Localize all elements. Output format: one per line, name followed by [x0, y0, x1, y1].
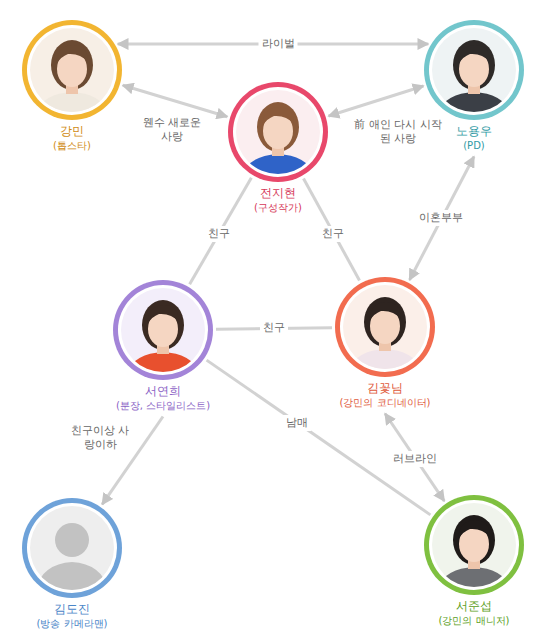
portrait-fringe	[262, 107, 294, 126]
relation-connector	[385, 414, 444, 502]
portrait-picture	[113, 280, 213, 380]
character-node: 전지현(구성작가)	[228, 82, 328, 215]
relation-label: 남매	[283, 415, 311, 431]
portrait-fringe	[56, 45, 88, 64]
portrait-hair	[453, 515, 495, 565]
character-node: 강민(톱스타)	[22, 20, 122, 153]
portrait-ring	[424, 20, 524, 120]
character-role: (방송 카메라맨)	[22, 618, 122, 631]
portrait-clothes	[347, 349, 423, 377]
character-role: (강민의 매니저)	[424, 615, 524, 628]
portrait-ring	[228, 82, 328, 182]
portrait-ring	[22, 498, 122, 598]
character-role: (강민의 코디네이터)	[335, 397, 435, 410]
character-node: 김꽃님(강민의 코디네이터)	[335, 277, 435, 410]
character-node: 서연희(분장, 스타일리스트)	[113, 280, 213, 413]
relation-connector	[303, 178, 359, 280]
relation-label: 친구	[260, 320, 288, 336]
portrait-ring	[335, 277, 435, 377]
portrait-clothes	[436, 567, 512, 595]
silhouette-head	[55, 523, 89, 557]
relation-label: 라이벌	[259, 36, 298, 52]
portrait-circle	[22, 20, 122, 120]
relation-label: 친구	[319, 226, 347, 242]
relation-label: 이혼부부	[416, 210, 466, 226]
relation-label: 웬수 새로운 사랑	[136, 115, 208, 145]
character-role: (구성작가)	[228, 202, 328, 215]
portrait-background	[424, 20, 524, 120]
character-node: 김도진(방송 카메라맨)	[22, 498, 122, 631]
portrait-ring	[22, 20, 122, 120]
portrait-ring	[113, 280, 213, 380]
portrait-hair	[142, 300, 184, 350]
portrait-clothes	[125, 352, 201, 380]
portrait-picture	[424, 495, 524, 595]
portrait-picture	[335, 277, 435, 377]
relation-label: 친구	[205, 226, 233, 242]
portrait-fringe	[458, 45, 490, 64]
portrait-fringe	[369, 302, 401, 321]
portrait-fringe	[147, 305, 179, 324]
character-name: 김도진	[22, 602, 122, 617]
relation-label: 前 애인 다시 시작된 사랑	[349, 117, 447, 147]
silhouette-body	[34, 562, 110, 598]
portrait-clothes	[240, 154, 316, 182]
portrait-picture	[22, 498, 122, 598]
portrait-clothes	[436, 92, 512, 120]
character-role: (분장, 스타일리스트)	[113, 400, 213, 413]
character-name: 김꽃님	[335, 381, 435, 396]
portrait-background	[22, 498, 122, 598]
character-node: 서준섭(강민의 매니저)	[424, 495, 524, 628]
character-name: 강민	[22, 124, 122, 139]
portrait-circle	[113, 280, 213, 380]
portrait-background	[113, 280, 213, 380]
portrait-background	[424, 495, 524, 595]
portrait-background	[335, 277, 435, 377]
portrait-clothes	[34, 92, 110, 120]
portrait-circle	[228, 82, 328, 182]
portrait-picture	[22, 20, 122, 120]
relation-connector	[190, 178, 252, 284]
portrait-hair	[453, 40, 495, 90]
character-name: 전지현	[228, 186, 328, 201]
relation-connector	[410, 157, 474, 281]
portrait-ring	[424, 495, 524, 595]
portrait-circle	[22, 498, 122, 598]
portrait-picture	[228, 82, 328, 182]
portrait-fringe	[458, 520, 490, 539]
character-name: 서준섭	[424, 599, 524, 614]
relation-connector	[123, 85, 227, 116]
portrait-circle	[335, 277, 435, 377]
relation-label: 러브라인	[390, 451, 440, 467]
relation-label: 친구이상 사랑이하	[67, 423, 133, 453]
character-role: (톱스타)	[22, 140, 122, 153]
portrait-picture	[424, 20, 524, 120]
portrait-hair	[364, 297, 406, 347]
portrait-background	[22, 20, 122, 120]
portrait-background	[228, 82, 328, 182]
portrait-hair	[51, 40, 93, 90]
character-name: 서연희	[113, 384, 213, 399]
portrait-hair	[257, 102, 299, 152]
relation-connector	[329, 86, 424, 116]
portrait-circle	[424, 495, 524, 595]
portrait-circle	[424, 20, 524, 120]
